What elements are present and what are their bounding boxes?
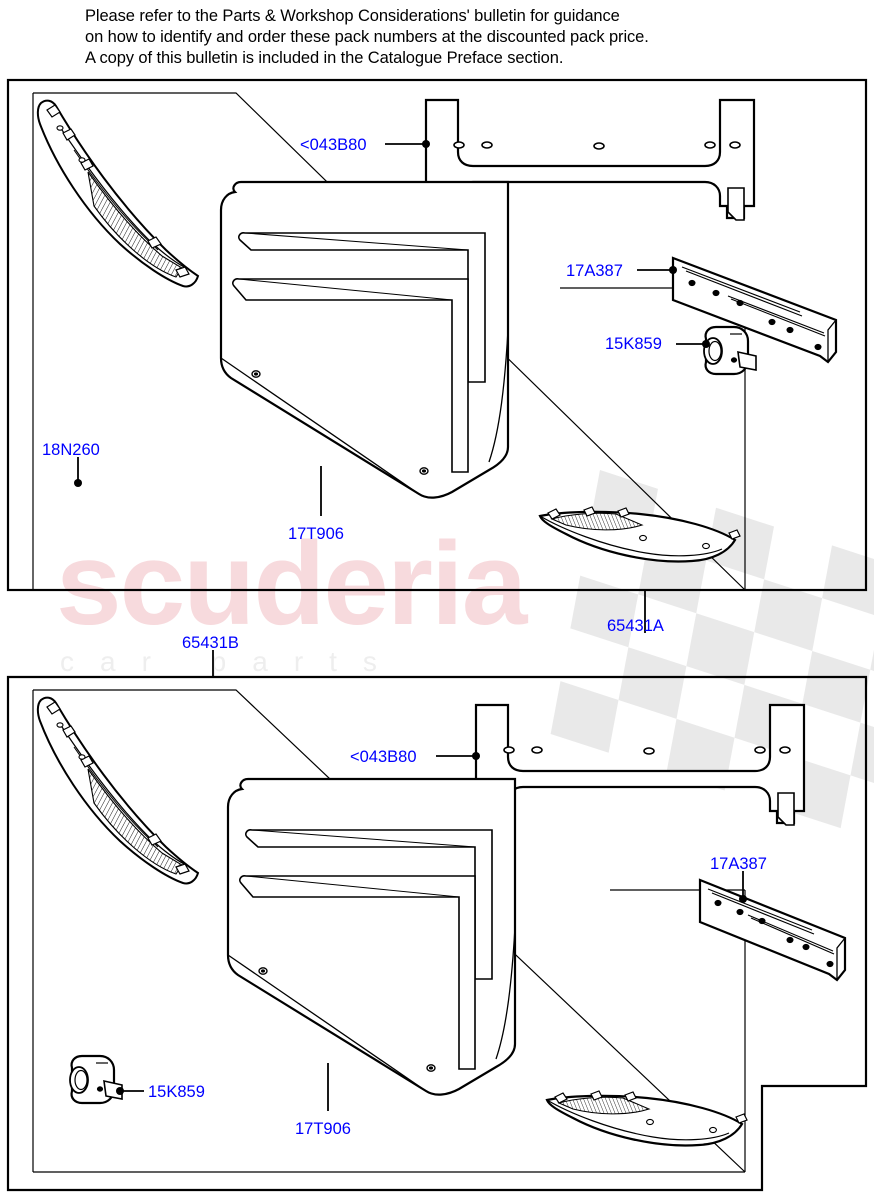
part-17t906-upper [219,180,510,499]
bulletin-note-line-2: on how to identify and order these pack … [85,28,649,46]
part-lower-valance-lower [545,1090,748,1147]
pack-leader-lines [212,590,646,677]
pack-label-65431a: 65431A [607,617,664,635]
callout-17a387-upper: 17A387 [566,262,623,280]
bulletin-note: Please refer to the Parts & Workshop Con… [85,6,805,69]
callout-15k859-lower: 15K859 [148,1083,205,1101]
bulletin-note-line-1: Please refer to the Parts & Workshop Con… [85,7,620,25]
part-17a387-upper [671,256,838,364]
leader-lines [74,140,747,1111]
part-17t906-lower [226,777,517,1096]
part-15k859-upper [703,325,757,376]
callout-17t906-lower: 17T906 [295,1120,351,1138]
part-left-trim-lower [36,696,200,885]
callout-043b80-upper: <043B80 [300,136,367,154]
pack-label-65431b: 65431B [182,634,239,652]
part-15k859-lower [69,1054,123,1105]
bulletin-note-line-3: A copy of this bulletin is included in t… [85,49,564,67]
callout-15k859-upper: 15K859 [605,335,662,353]
part-043b80-lower [474,703,806,826]
part-18n260-upper [36,99,200,288]
upper-panel-frame [6,78,868,592]
lower-panel-inner-outline [32,689,746,1173]
callout-17t906-upper: 17T906 [288,525,344,543]
part-17a387-lower [698,878,847,982]
callout-17a387-lower: 17A387 [710,855,767,873]
part-lower-valance-upper [538,506,741,563]
callout-043b80-lower: <043B80 [350,748,417,766]
callout-18n260-upper: 18N260 [42,441,100,459]
